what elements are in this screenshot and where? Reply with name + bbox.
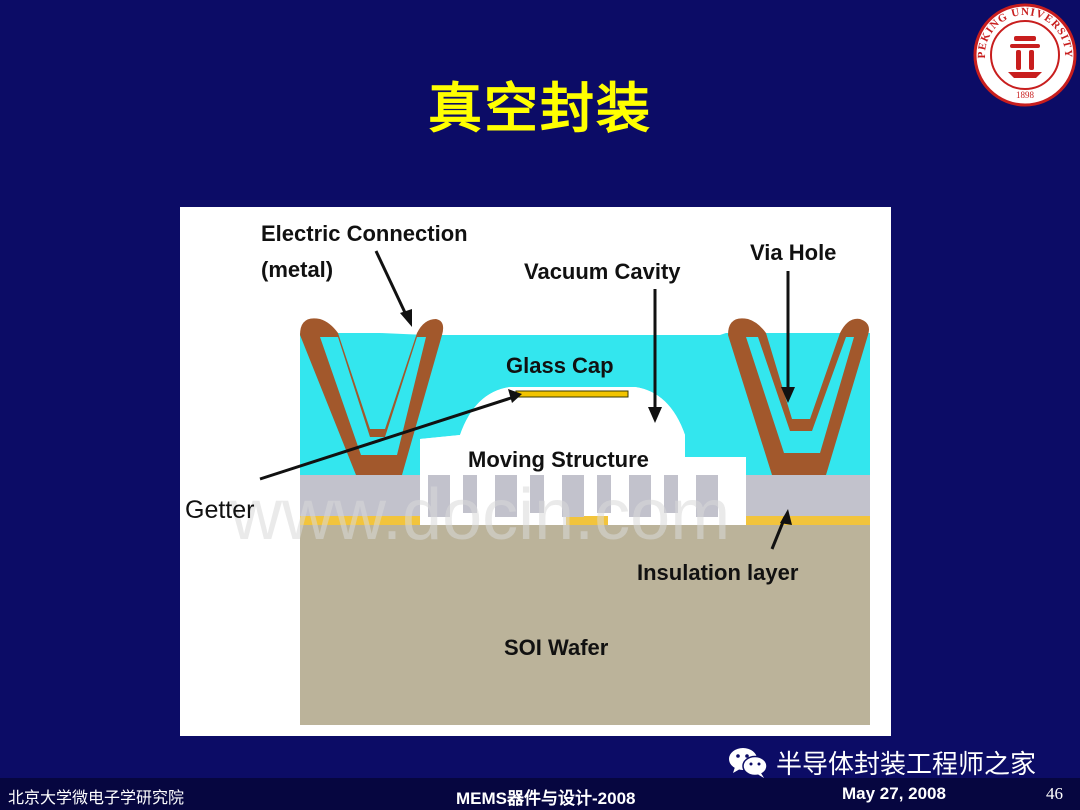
label-insulation-layer: Insulation layer — [637, 560, 799, 585]
arrow-getter — [259, 395, 515, 481]
wechat-icon — [729, 748, 768, 778]
footer-page-number: 46 — [1046, 784, 1063, 803]
label-moving-structure: Moving Structure — [468, 447, 649, 472]
moving-structure-finger — [495, 475, 517, 517]
watermark: www.docin.com — [229, 475, 730, 555]
label-metal: (metal) — [261, 257, 333, 282]
arrowhead — [781, 387, 795, 403]
slide-footer: 北京大学微电子学研究院 MEMS器件与设计-2008 May 27, 2008 … — [0, 778, 1080, 810]
peking-university-logo: PEKING UNIVERSITY 1898 — [973, 3, 1077, 107]
arrowhead — [648, 407, 662, 423]
getter — [515, 390, 629, 398]
moving-structure-finger — [664, 475, 678, 513]
vacuum-package-diagram: www.docin.com Electric Connection (metal… — [180, 207, 891, 736]
moving-structure — [428, 475, 450, 517]
label-glass-cap: Glass Cap — [506, 353, 614, 378]
silicon-left — [300, 475, 420, 516]
wechat-account: 半导体封装工程师之家 — [728, 742, 1036, 782]
arrow-electric-connection — [374, 250, 410, 320]
label-electric-connection: Electric Connection — [261, 221, 468, 246]
logo-emblem-icon — [1008, 36, 1042, 78]
wechat-account-name: 半导体封装工程师之家 — [776, 749, 1037, 780]
footer-institution: 北京大学微电子学研究院 — [8, 788, 185, 807]
left-via-glass-fill — [320, 337, 426, 455]
arrowhead — [780, 509, 792, 525]
insulation-pad — [566, 516, 608, 525]
moving-structure-finger — [597, 475, 611, 513]
arrowhead — [508, 389, 522, 403]
footer-course: MEMS器件与设计-2008 — [456, 789, 636, 808]
moving-structure-finger — [530, 475, 544, 513]
silicon-right — [746, 475, 870, 516]
logo-year: 1898 — [1016, 90, 1035, 100]
moving-structure-finger — [562, 475, 584, 517]
footer-date: May 27, 2008 — [842, 784, 946, 803]
glass-cap — [300, 333, 870, 475]
moving-structure-finger — [696, 475, 718, 517]
moving-structure-finger — [463, 475, 477, 513]
soi-wafer — [300, 525, 870, 725]
slide-title: 真空封装 — [428, 77, 652, 140]
label-getter: Getter — [185, 496, 254, 524]
label-via-hole: Via Hole — [750, 240, 836, 265]
insulation-layer — [300, 516, 420, 525]
arrowhead — [400, 309, 412, 327]
label-vacuum-cavity: Vacuum Cavity — [524, 259, 681, 284]
moving-structure-finger — [629, 475, 651, 517]
insulation-pad — [746, 516, 870, 525]
right-via-glass-fill — [746, 337, 854, 453]
label-soi-wafer: SOI Wafer — [504, 635, 609, 660]
vacuum-cavity — [420, 387, 746, 475]
